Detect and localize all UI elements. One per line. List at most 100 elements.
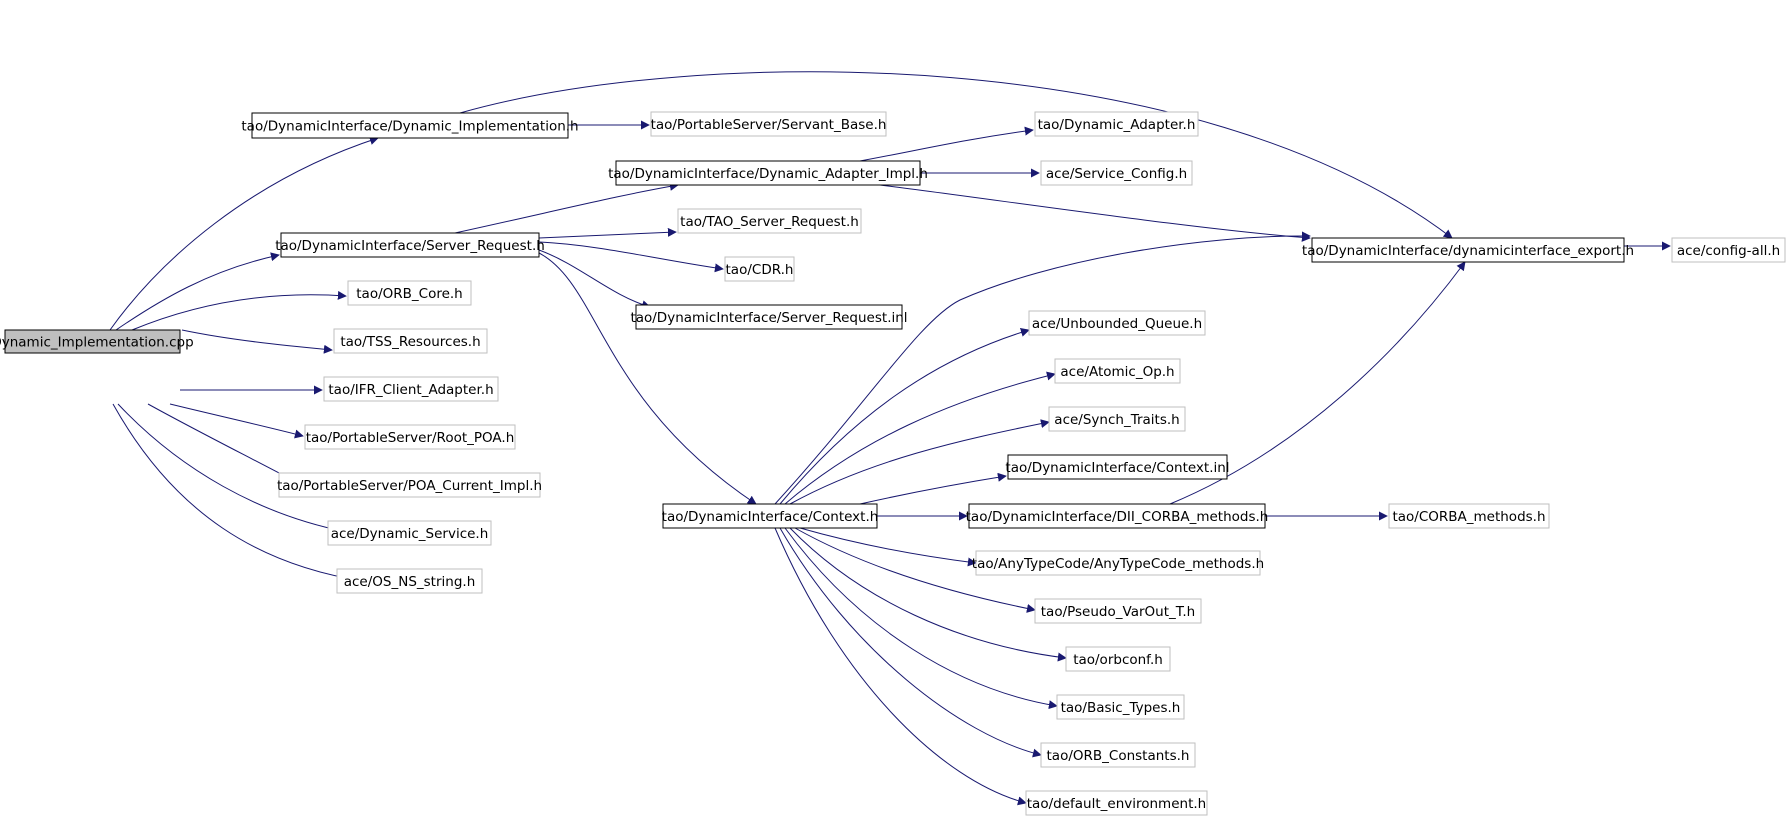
node-label: tao/DynamicInterface/DII_CORBA_methods.h bbox=[966, 509, 1269, 525]
node-orb-core[interactable]: tao/ORB_Core.h bbox=[347, 280, 472, 306]
node-context-inl[interactable]: tao/DynamicInterface/Context.inl bbox=[1005, 454, 1230, 480]
node-cdr[interactable]: tao/CDR.h bbox=[724, 256, 795, 282]
node-box bbox=[1056, 694, 1185, 720]
nodes-layer: Dynamic_Implementation.cpp tao/DynamicInt… bbox=[0, 111, 1786, 816]
node-box bbox=[724, 256, 795, 282]
node-ifr-client[interactable]: tao/IFR_Client_Adapter.h bbox=[323, 376, 499, 402]
node-root-poa[interactable]: tao/PortableServer/Root_POA.h bbox=[304, 424, 516, 450]
node-label: tao/AnyTypeCode/AnyTypeCode_methods.h bbox=[972, 556, 1264, 572]
edge-dyn_impl_cpp-to-di_dyn_impl_h bbox=[109, 136, 379, 331]
node-box bbox=[278, 472, 541, 498]
node-box bbox=[975, 550, 1261, 576]
node-orb-constants[interactable]: tao/ORB_Constants.h bbox=[1040, 742, 1196, 768]
node-label: tao/IFR_Client_Adapter.h bbox=[328, 382, 493, 398]
node-poa-current[interactable]: tao/PortableServer/POA_Current_Impl.h bbox=[277, 472, 542, 498]
node-os-ns-string[interactable]: ace/OS_NS_string.h bbox=[336, 568, 483, 594]
node-corba-methods[interactable]: tao/CORBA_methods.h bbox=[1388, 503, 1550, 529]
node-box bbox=[4, 329, 181, 354]
node-export-h[interactable]: tao/DynamicInterface/dynamicinterface_ex… bbox=[1302, 237, 1634, 263]
node-label: ace/Synch_Traits.h bbox=[1054, 412, 1179, 428]
node-basic-types[interactable]: tao/Basic_Types.h bbox=[1056, 694, 1185, 720]
node-dyn-service[interactable]: ace/Dynamic_Service.h bbox=[327, 520, 492, 546]
node-label: tao/ORB_Core.h bbox=[356, 286, 462, 302]
node-context-h[interactable]: tao/DynamicInterface/Context.h bbox=[662, 503, 879, 529]
node-dii-corba[interactable]: tao/DynamicInterface/DII_CORBA_methods.h bbox=[966, 503, 1269, 529]
edge-context_h-to-synch_traits bbox=[789, 419, 1050, 505]
node-service-config[interactable]: ace/Service_Config.h bbox=[1040, 160, 1193, 186]
edge-dyn_impl_cpp-to-dyn_service bbox=[117, 403, 348, 535]
node-label: tao/DynamicInterface/dynamicinterface_ex… bbox=[1302, 243, 1634, 259]
node-label: tao/Basic_Types.h bbox=[1061, 700, 1181, 716]
node-box bbox=[1671, 237, 1786, 263]
node-box bbox=[635, 304, 903, 330]
edge-context_h-to-basic_types bbox=[794, 527, 1036, 613]
edge-context_h-to-pseudo_varout bbox=[1169, 261, 1466, 505]
edge-server_request-to-tao_server_request bbox=[538, 227, 677, 239]
edge-dyn_impl_cpp-to-poa_current bbox=[147, 403, 301, 485]
edge-context_h-to-unbounded_queue bbox=[779, 328, 1030, 505]
node-label: ace/Unbounded_Queue.h bbox=[1032, 316, 1202, 332]
node-label: tao/orbconf.h bbox=[1073, 652, 1163, 668]
node-box bbox=[323, 376, 499, 402]
node-box bbox=[615, 160, 921, 186]
node-label: tao/DynamicInterface/Context.h bbox=[662, 509, 879, 525]
node-box bbox=[677, 208, 862, 234]
node-box bbox=[347, 280, 472, 306]
node-box bbox=[1034, 598, 1202, 624]
node-label: tao/PortableServer/POA_Current_Impl.h bbox=[277, 478, 542, 494]
node-pseudo-varout[interactable]: tao/Pseudo_VarOut_T.h bbox=[1034, 598, 1202, 624]
node-label: ace/Service_Config.h bbox=[1046, 166, 1187, 182]
node-label: tao/DynamicInterface/Context.inl bbox=[1005, 460, 1229, 476]
edge-dyn_impl_cpp-to-tss_resources bbox=[181, 329, 333, 354]
node-label: tao/DynamicInterface/Server_Request.h bbox=[275, 238, 545, 254]
edge-dii_corba-to-corba_methods bbox=[774, 527, 1027, 806]
edge-server_request-to-server_request_inl bbox=[538, 249, 651, 309]
edge-dyn_adapter_impl-to-dyn_adapter bbox=[859, 126, 1034, 162]
node-label: tao/CORBA_methods.h bbox=[1392, 509, 1545, 525]
node-server-request-inl[interactable]: tao/DynamicInterface/Server_Request.inl bbox=[630, 304, 908, 330]
node-di-dyn-impl-h[interactable]: tao/DynamicInterface/Dynamic_Implementat… bbox=[241, 112, 579, 139]
node-dyn-impl-cpp[interactable]: Dynamic_Implementation.cpp bbox=[0, 329, 194, 354]
node-box bbox=[662, 503, 878, 529]
node-config-all[interactable]: ace/config-all.h bbox=[1671, 237, 1786, 263]
node-box bbox=[1034, 111, 1199, 137]
node-label: tao/default_environment.h bbox=[1027, 796, 1206, 812]
node-servant-base[interactable]: tao/PortableServer/Servant_Base.h bbox=[650, 111, 887, 137]
node-server-request[interactable]: tao/DynamicInterface/Server_Request.h bbox=[275, 232, 545, 258]
node-box bbox=[1388, 503, 1550, 529]
node-label: tao/PortableServer/Root_POA.h bbox=[306, 430, 515, 446]
edge-context_h-to-orb_constants bbox=[789, 527, 1067, 662]
node-label: ace/Dynamic_Service.h bbox=[331, 526, 489, 542]
node-tao-server-request[interactable]: tao/TAO_Server_Request.h bbox=[677, 208, 862, 234]
node-box bbox=[1040, 160, 1193, 186]
node-default-env[interactable]: tao/default_environment.h bbox=[1025, 790, 1208, 816]
node-label: tao/CDR.h bbox=[726, 262, 794, 278]
edge-context_h-to-orbconf bbox=[799, 527, 977, 567]
node-label: tao/DynamicInterface/Dynamic_Adapter_Imp… bbox=[608, 166, 928, 182]
node-label: Dynamic_Implementation.cpp bbox=[0, 335, 194, 351]
node-atomic-op[interactable]: ace/Atomic_Op.h bbox=[1054, 358, 1181, 384]
node-box bbox=[280, 232, 540, 258]
node-label: ace/OS_NS_string.h bbox=[344, 574, 476, 590]
node-orbconf[interactable]: tao/orbconf.h bbox=[1065, 646, 1171, 672]
edge-dyn_impl_cpp-to-os_ns_string bbox=[112, 403, 364, 585]
node-unbounded-queue[interactable]: ace/Unbounded_Queue.h bbox=[1028, 310, 1206, 336]
edge-context_h-to-default_env bbox=[784, 527, 1058, 710]
edge-dyn_impl_cpp-to-orb_core bbox=[131, 290, 347, 331]
node-box bbox=[1311, 237, 1625, 263]
node-anytypecode[interactable]: tao/AnyTypeCode/AnyTypeCode_methods.h bbox=[972, 550, 1264, 576]
node-label: tao/DynamicInterface/Server_Request.inl bbox=[630, 310, 907, 326]
node-box bbox=[1040, 742, 1196, 768]
node-dyn-adapter[interactable]: tao/Dynamic_Adapter.h bbox=[1034, 111, 1199, 137]
edge-context_h-to-atomic_op bbox=[784, 371, 1056, 505]
edge-di_dyn_impl_h-to-export_h bbox=[459, 71, 1453, 239]
node-box bbox=[336, 568, 483, 594]
node-box bbox=[327, 520, 492, 546]
node-dyn-adapter-impl[interactable]: tao/DynamicInterface/Dynamic_Adapter_Imp… bbox=[608, 160, 928, 186]
edge-context_h-to-context_inl bbox=[859, 472, 1007, 505]
node-synch-traits[interactable]: ace/Synch_Traits.h bbox=[1048, 406, 1186, 432]
node-box bbox=[1007, 454, 1228, 480]
node-box bbox=[1028, 310, 1206, 336]
node-tss-resources[interactable]: tao/TSS_Resources.h bbox=[333, 328, 488, 354]
